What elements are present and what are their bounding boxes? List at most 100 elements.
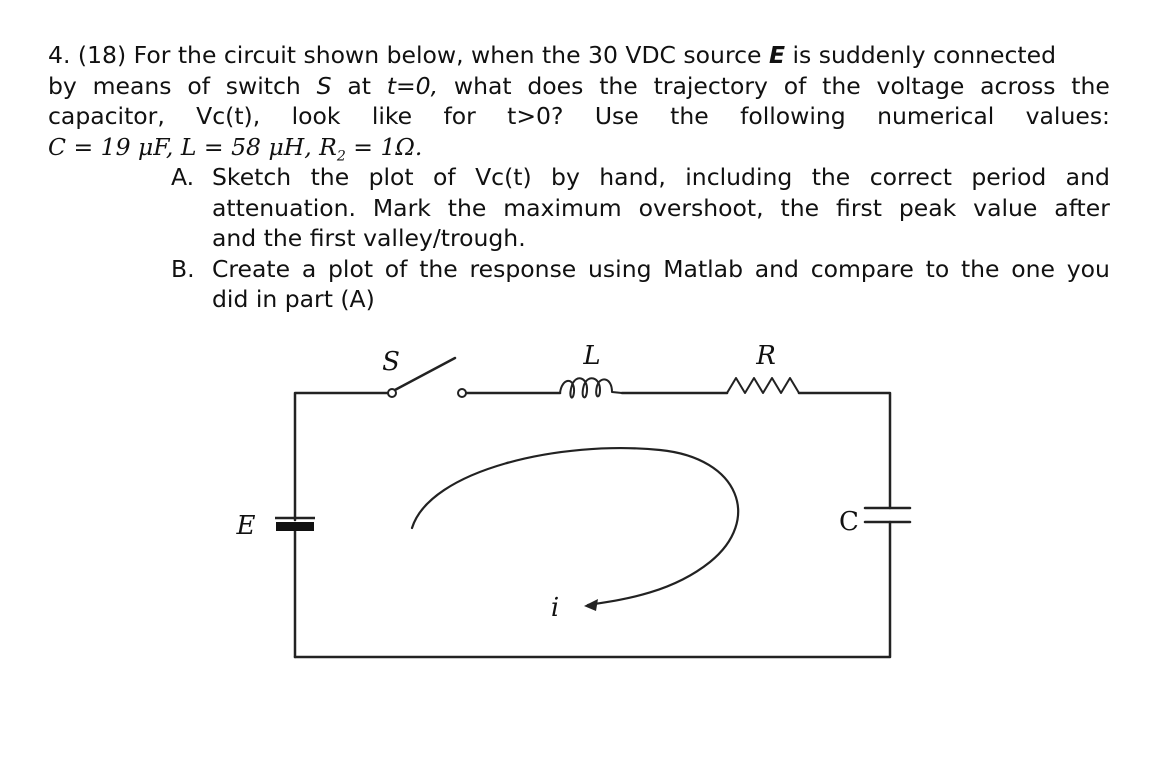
word: response [469, 254, 577, 283]
values-text: C = 19 μF, L = 58 μH, R [48, 132, 337, 161]
word: Create [212, 254, 291, 283]
switch-symbol: S [316, 71, 332, 100]
word: the [1071, 71, 1110, 100]
word: of [433, 163, 456, 191]
source-label: E [236, 511, 256, 541]
word: Matlab [663, 254, 744, 283]
word: Sketch [212, 163, 292, 191]
word: the [822, 71, 861, 100]
problem-line-1: 4. (18) For the circuit shown below, whe… [48, 40, 1110, 71]
word: the [419, 254, 458, 283]
problem-line-3: capacitor, Vc(t), look like for t>0? Use… [48, 101, 1110, 132]
word: voltage [876, 71, 965, 100]
word: plot [368, 163, 414, 191]
problem-line-2: by means of switch S at t=0, what does t… [48, 71, 1110, 102]
word: for [443, 102, 476, 130]
word: look [291, 102, 341, 130]
word: you [1066, 254, 1110, 283]
word: the [780, 193, 820, 222]
word: attenuation. [212, 193, 356, 222]
resistor-zigzag [726, 377, 800, 394]
word: correct [869, 163, 952, 191]
part-a-line-1: Sketch the plot of Vc(t) by hand, includ… [212, 162, 1110, 193]
wire-right-lower [293, 520, 892, 659]
word: after [1054, 193, 1110, 222]
word: means [92, 71, 172, 100]
word: peak [898, 193, 957, 222]
word: compare [810, 254, 914, 283]
word: overshoot, [638, 193, 764, 222]
capacitor-label: C [839, 507, 859, 537]
word: to [925, 254, 950, 283]
word: the [599, 71, 638, 100]
word: switch [225, 71, 301, 100]
word: plot [328, 254, 374, 283]
word: the [447, 193, 487, 222]
word: like [371, 102, 413, 130]
current-path [410, 447, 740, 607]
time-condition: t>0? [507, 102, 564, 130]
word: of [783, 71, 807, 100]
switch-label: S [382, 347, 400, 377]
word: Use [594, 102, 639, 130]
problem-number: 4. [48, 41, 71, 69]
switch-blade [391, 356, 457, 393]
word: maximum [503, 193, 622, 222]
word: trajectory [653, 71, 768, 100]
problem-text: 4. (18) For the circuit shown below, whe… [48, 40, 1110, 315]
switch-terminal-right [457, 388, 467, 398]
word: value [973, 193, 1038, 222]
part-a-line-2: attenuation. Mark the maximum overshoot,… [212, 193, 1110, 224]
wire-left [293, 391, 390, 522]
wire-right [797, 391, 892, 510]
word: what [453, 71, 512, 100]
word: and [1065, 163, 1110, 191]
intro-text-b: is suddenly connected [785, 41, 1056, 69]
capacitor-voltage-term: Vc(t) [475, 163, 532, 191]
word: using [588, 254, 652, 283]
word: the [310, 163, 350, 191]
word: following [740, 102, 846, 130]
part-b-line-2: did in part (A) [212, 285, 375, 313]
part-b-line-1: Create a plot of the response using Matl… [212, 254, 1110, 285]
capacitor-voltage-term: Vc(t), [196, 102, 261, 130]
word: by [551, 163, 580, 191]
part-b: B. Create a plot of the response using M… [48, 254, 1110, 315]
word: Mark [372, 193, 431, 222]
switch-terminal-left [387, 388, 397, 398]
word: and [754, 254, 799, 283]
inductor-label: L [582, 341, 600, 371]
part-a-marker: A. [171, 163, 195, 191]
word: across [980, 71, 1056, 100]
word: does [527, 71, 584, 100]
word: numerical [877, 102, 995, 130]
word: values: [1025, 102, 1110, 130]
resistor-label: R [755, 341, 776, 371]
current-arrow-icon [584, 599, 598, 611]
word: a [301, 254, 317, 283]
word: of [187, 71, 210, 100]
values-subscript: 2 [336, 148, 346, 165]
part-a-line-3: and the first valley/trough. [212, 224, 526, 252]
word: hand, [599, 163, 666, 191]
word: period [971, 163, 1047, 191]
part-b-marker: B. [171, 254, 195, 283]
word: the [811, 163, 851, 191]
current-label: i [551, 593, 559, 623]
battery-plate-short [276, 522, 314, 531]
part-a: A. Sketch the plot of Vc(t) by hand, inc… [48, 162, 1110, 254]
word: capacitor, [48, 102, 165, 130]
word: the [960, 254, 1000, 283]
word: including [685, 163, 793, 191]
intro-text-a: For the circuit shown below, when the 30… [133, 41, 769, 69]
word: by [48, 71, 77, 100]
word: first [836, 193, 882, 222]
word: of [384, 254, 408, 283]
values-tail: = 1Ω. [345, 132, 423, 161]
problem-points: (18) [77, 41, 127, 69]
word: at [347, 71, 371, 100]
word: one [1011, 254, 1056, 283]
numerical-values: C = 19 μF, L = 58 μH, R2 = 1Ω. [48, 132, 1110, 165]
source-symbol: E [768, 41, 785, 69]
